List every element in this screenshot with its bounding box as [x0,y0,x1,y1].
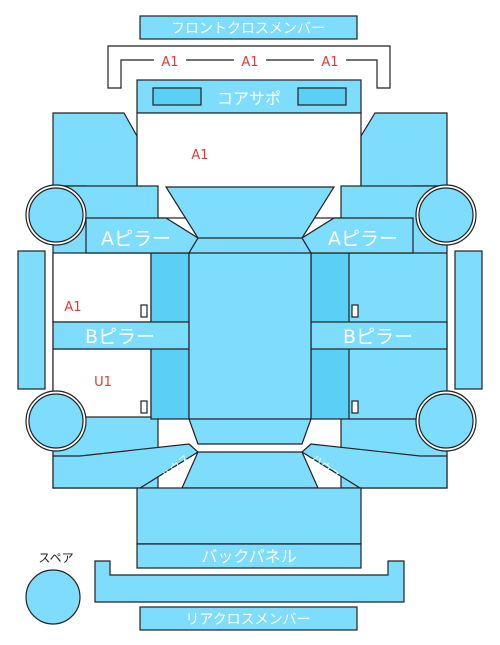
core-support-slot-right [297,87,347,106]
b-pillar-right[interactable] [310,321,448,350]
a-pillar-right-label: Aピラー [328,228,398,250]
damage-code-core: A1 [191,148,208,163]
roof-panel[interactable] [164,186,336,445]
rear-cross-member[interactable] [139,606,358,631]
back-panel-lower[interactable] [136,543,362,569]
rear-center-panel[interactable] [181,451,319,489]
back-panel-label: バックパネル [201,547,296,566]
core-support-slot-left [152,87,202,106]
damage-code-front-1: A1 [161,55,178,70]
wheel-front-right[interactable] [418,187,474,243]
damage-code-left-upper: A1 [64,300,81,315]
left-upper-opening [52,252,152,323]
right-door-strip[interactable] [454,250,483,390]
rear-bumper-bracket[interactable] [94,560,405,603]
core-support-label: コアサポ [217,89,281,108]
left-lower-marker [140,400,148,414]
front-cross-member-label: フロントクロスメンバー [171,21,325,37]
b-pillar-left-label: Bピラー [85,326,155,348]
front-cross-member[interactable] [139,15,358,40]
left-door-strip[interactable] [17,250,46,390]
b-pillar-right-label: Bピラー [343,326,413,348]
code-box-front-2 [234,52,266,70]
b-pillar-left[interactable] [52,321,190,350]
spare-label: スペア [38,551,73,565]
left-upper-marker [140,304,148,318]
wheel-rear-right[interactable] [418,393,474,449]
code-box-front-3 [314,52,346,70]
damage-code-front-3: A1 [321,55,338,70]
back-panel[interactable] [136,487,362,545]
a-pillar-left-label: Aピラー [101,228,171,250]
wheel-front-left[interactable] [28,187,84,243]
damage-code-left-lower: U1 [94,375,112,390]
code-box-front-1 [154,52,186,70]
spare-tire[interactable] [25,569,81,625]
wheel-rear-left[interactable] [28,393,84,449]
rear-cross-member-label: リアクロスメンバー [185,612,310,628]
right-lower-marker [351,400,359,414]
right-upper-marker [351,304,359,318]
damage-code-front-2: A1 [241,55,258,70]
